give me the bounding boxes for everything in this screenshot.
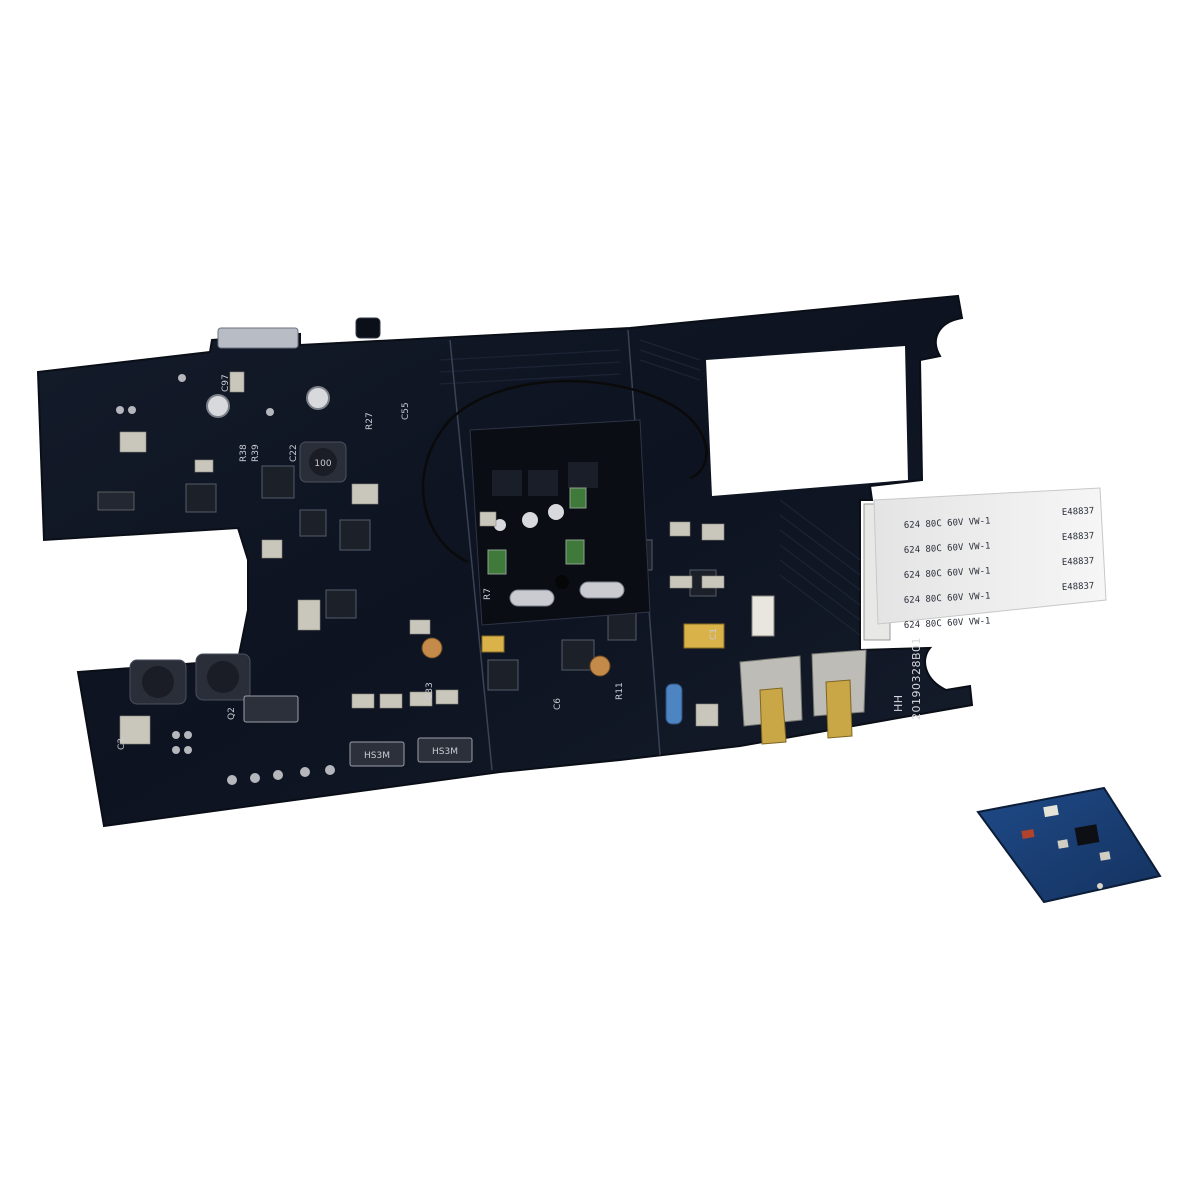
usb-connector: [217, 327, 299, 349]
trimmer-pot: [421, 637, 443, 659]
cable-print-line: 624 80C 60V VW-1: [904, 541, 991, 556]
sensor-component: [1057, 839, 1069, 849]
via: [128, 406, 136, 414]
silk-label: C55: [401, 402, 411, 420]
sensor-component: [1021, 829, 1035, 839]
board-window-cutout: [706, 346, 908, 496]
sensor-chip: [1074, 824, 1100, 846]
sensor-component: [1099, 851, 1111, 861]
silk-label: C3: [117, 738, 127, 750]
via: [273, 770, 283, 780]
cable-edge-code: E48837: [1062, 506, 1095, 518]
ic-chip: [561, 639, 595, 671]
inductor: 100: [299, 441, 347, 483]
via: [184, 746, 192, 754]
via: [172, 731, 180, 739]
via: [172, 746, 180, 754]
ic-chip: [299, 509, 327, 537]
flex-ribbon-cable: 624 80C 60V VW-1 624 80C 60V VW-1 624 80…: [873, 487, 1107, 631]
cable-edge-code: E48837: [1062, 531, 1095, 543]
trace-region: [439, 339, 861, 636]
chip-marking: 100: [314, 459, 331, 469]
via: [300, 767, 310, 777]
ic-chip: [261, 465, 295, 499]
chip-marking: HS3M: [432, 747, 458, 757]
main-pcb: 100 HS3M HS3M: [36, 294, 974, 828]
ic-chip: [185, 483, 217, 513]
sensor-pad: [1097, 883, 1103, 889]
sensor-board-outline: [976, 786, 1162, 904]
cable-edge-code: E48837: [1062, 556, 1095, 568]
cable-print-line: 624 80C 60V VW-1: [904, 616, 991, 631]
small-connector: [751, 595, 775, 637]
silkscreen-labels: C97 R38 R39 R27 C22 C55 C33 R7 C6 R11 C1…: [117, 374, 719, 750]
axial-resistor: [665, 683, 683, 725]
tantalum-capacitor: [683, 623, 725, 649]
central-module: [469, 419, 651, 626]
passive-components: [97, 371, 725, 745]
trimmer-pot: [589, 655, 611, 677]
ic-chip: [325, 589, 357, 619]
solder-terminal: [811, 649, 867, 739]
via: [178, 374, 186, 382]
audio-jack: [355, 317, 381, 339]
board-marking-code: HH: [892, 694, 905, 712]
diode: HS3M: [349, 741, 405, 767]
inductor: [129, 659, 187, 705]
via: [116, 406, 124, 414]
via: [266, 408, 274, 416]
board-score-line: [449, 339, 493, 771]
diode: HS3M: [417, 737, 473, 763]
silk-label: R11: [615, 682, 625, 700]
silk-label: R39: [251, 444, 261, 462]
cable-print-line: 624 80C 60V VW-1: [904, 566, 991, 581]
silk-label: R7: [483, 588, 493, 600]
board-date-code: 20190328B01: [910, 637, 923, 720]
solder-terminal: [739, 655, 803, 745]
chip-marking: HS3M: [364, 751, 390, 761]
ic-chip: [339, 519, 371, 551]
silk-label: R27: [365, 412, 375, 430]
silk-label: Q2: [227, 707, 237, 720]
antenna-wire: [421, 379, 708, 564]
silk-label: C22: [289, 444, 299, 462]
cable-print-line: 624 80C 60V VW-1: [904, 516, 991, 531]
silk-label: C1: [709, 628, 719, 640]
via: [227, 775, 237, 785]
mounting-hole: [306, 386, 330, 410]
diode: [243, 695, 299, 723]
inductor: [195, 653, 251, 701]
silk-label: C33: [425, 682, 435, 700]
sensor-component: [1043, 804, 1059, 818]
cable-print-line: 624 80C 60V VW-1: [904, 591, 991, 606]
via: [250, 773, 260, 783]
tantalum-capacitor: [481, 635, 505, 653]
ribbon-body: [873, 487, 1107, 625]
ic-chip: [487, 659, 519, 691]
sensor-board: [976, 786, 1162, 904]
silk-label: C6: [553, 698, 563, 710]
via: [325, 765, 335, 775]
mounting-hole: [206, 394, 230, 418]
silk-label: R38: [239, 444, 249, 462]
cable-edge-code: E48837: [1062, 581, 1095, 593]
via: [184, 731, 192, 739]
silk-label: C97: [221, 374, 231, 392]
